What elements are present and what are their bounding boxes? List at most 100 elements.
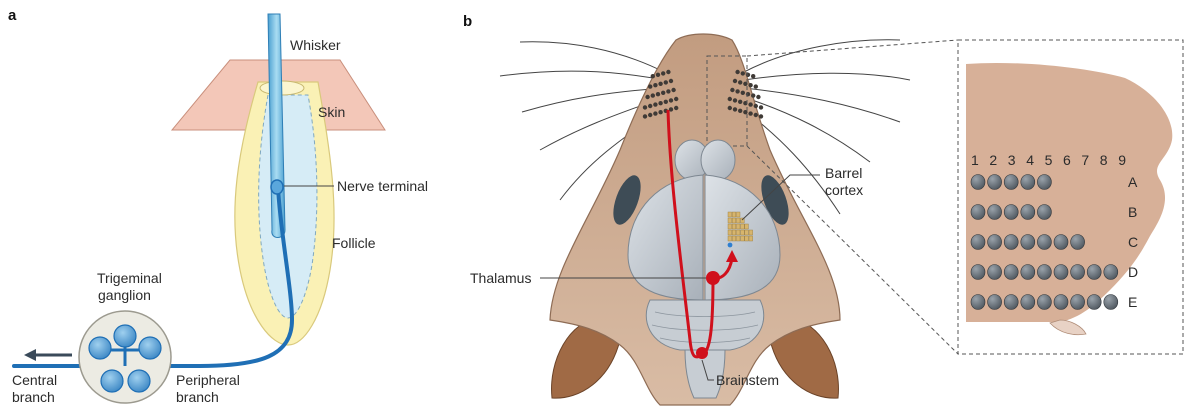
- barrel-highlight: [728, 243, 733, 248]
- whisker-dot: [1071, 235, 1085, 250]
- snout-pad-dot: [728, 97, 732, 101]
- snout-pad-dot: [674, 97, 678, 101]
- label-brainstem: Brainstem: [716, 372, 779, 388]
- column-number: 6: [1063, 152, 1071, 168]
- snout-pad-dot: [738, 109, 742, 113]
- label-trigeminal-1: Trigeminal: [97, 270, 162, 286]
- snout-pad-dot: [658, 82, 662, 86]
- snout-pad-dot: [648, 104, 652, 108]
- snout-pad-dot: [669, 79, 673, 83]
- label-follicle: Follicle: [332, 235, 376, 251]
- whisker-dot: [971, 295, 985, 310]
- barrel: [732, 224, 736, 229]
- brainstem-node: [696, 347, 708, 359]
- row-label: A: [1128, 174, 1138, 190]
- whisker-dot: [1104, 295, 1118, 310]
- whisker-dot: [988, 235, 1002, 250]
- snout-pad-dot: [666, 70, 670, 74]
- snout-pad-dot: [751, 74, 755, 78]
- snout-pad-dot: [648, 113, 652, 117]
- column-number: 1: [971, 152, 979, 168]
- snout-pad-dot: [643, 105, 647, 109]
- snout-pad-dot: [666, 89, 670, 93]
- barrel: [749, 236, 753, 241]
- row-label: D: [1128, 264, 1138, 280]
- barrel: [728, 218, 732, 223]
- whisker-dot: [1037, 205, 1051, 220]
- snout-pad-dot: [658, 101, 662, 105]
- whisker-dot: [988, 205, 1002, 220]
- row-label: E: [1128, 294, 1137, 310]
- snout-pad-dot: [656, 73, 660, 77]
- snout-pad-dot: [738, 80, 742, 84]
- snout-pad-dot: [730, 88, 734, 92]
- snout-pad-dot: [735, 89, 739, 93]
- whisker-dot: [1037, 265, 1051, 280]
- snout-pad-dot: [748, 111, 752, 115]
- barrel: [736, 224, 740, 229]
- snout-pad-dot: [746, 92, 750, 96]
- snout-pad-dot: [674, 106, 678, 110]
- whisker-dot: [1054, 265, 1068, 280]
- snout-pad-dot: [759, 105, 763, 109]
- label-central-2: branch: [12, 389, 55, 405]
- olfactory-bulb-right: [701, 140, 735, 180]
- thalamus-node: [706, 271, 720, 285]
- whisker-dot: [1037, 295, 1051, 310]
- barrel: [728, 236, 732, 241]
- barrel: [741, 230, 745, 235]
- column-number: 4: [1026, 152, 1034, 168]
- barrel: [741, 224, 745, 229]
- column-number: 9: [1118, 152, 1126, 168]
- snout-pad-dot: [741, 91, 745, 95]
- barrel: [736, 212, 740, 217]
- barrel: [732, 236, 736, 241]
- ganglion-cell: [128, 370, 150, 392]
- zoom-line-top: [747, 40, 958, 56]
- snout-pad-dot: [664, 80, 668, 84]
- whisker-dot: [1021, 175, 1035, 190]
- snout-pad-dot: [651, 74, 655, 78]
- snout-pad-dot: [661, 71, 665, 75]
- snout-pad-dot: [645, 95, 649, 99]
- snout-pad-dot: [669, 98, 673, 102]
- snout-pad-dot: [748, 102, 752, 106]
- central-arrow-head: [24, 349, 36, 361]
- snout-pad-dot: [653, 83, 657, 87]
- ganglion-cell: [114, 325, 136, 347]
- snout-pad-dot: [751, 93, 755, 97]
- whisker-dot: [1037, 235, 1051, 250]
- whisker-dot: [1071, 265, 1085, 280]
- whisker-dot: [1054, 295, 1068, 310]
- ganglion-cell: [89, 337, 111, 359]
- label-central-1: Central: [12, 372, 57, 388]
- whisker-dot: [1021, 265, 1035, 280]
- snout-pad-dot: [756, 95, 760, 99]
- barrel: [732, 218, 736, 223]
- barrel: [728, 212, 732, 217]
- barrel: [728, 224, 732, 229]
- whisker-dot: [1004, 175, 1018, 190]
- label-whisker: Whisker: [290, 37, 341, 53]
- barrel: [732, 230, 736, 235]
- column-number: 5: [1045, 152, 1053, 168]
- column-number: 8: [1100, 152, 1108, 168]
- column-number: 2: [989, 152, 997, 168]
- whisker-dot: [988, 295, 1002, 310]
- label-peripheral-2: branch: [176, 389, 219, 405]
- column-number: 3: [1008, 152, 1016, 168]
- whisker-dot: [971, 175, 985, 190]
- barrel: [745, 224, 749, 229]
- snout-pad-dot: [746, 73, 750, 77]
- whisker-dot: [1004, 205, 1018, 220]
- whisker-dot: [988, 175, 1002, 190]
- whisker-dot: [1054, 235, 1068, 250]
- snout-pad-dot: [656, 92, 660, 96]
- snout-pad-dot: [661, 91, 665, 95]
- barrel: [736, 218, 740, 223]
- snout-pad-dot: [648, 84, 652, 88]
- whisker-dot: [971, 265, 985, 280]
- row-label: C: [1128, 234, 1138, 250]
